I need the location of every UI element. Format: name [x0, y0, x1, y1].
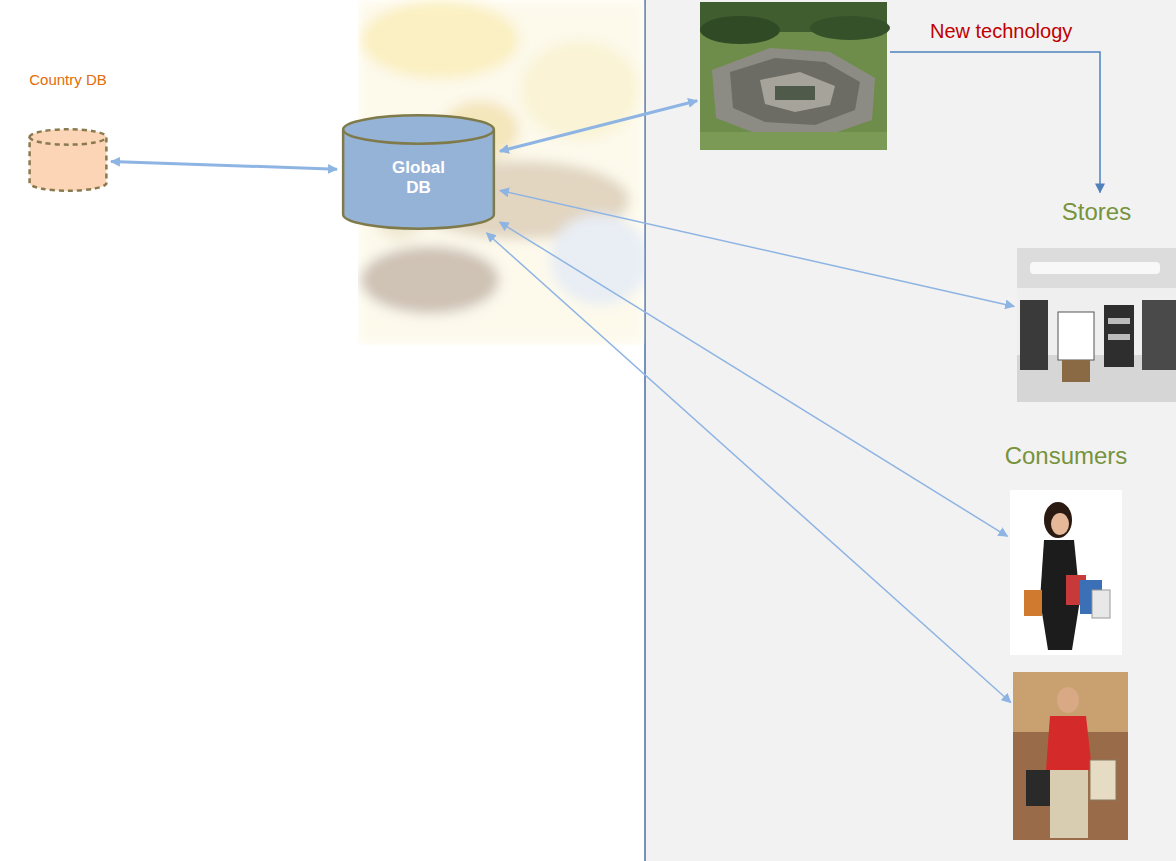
woman-shopper-photo-part	[1044, 502, 1072, 538]
store-photo-node: Stores	[1017, 248, 1176, 402]
store-photo-part	[1104, 305, 1134, 367]
building-photo-part	[775, 86, 815, 100]
store-photo-part	[1030, 262, 1160, 274]
store-photo-part	[1058, 312, 1094, 360]
cylinder-body	[30, 129, 107, 190]
faded-background-photo-part	[358, 0, 645, 345]
section-heading: Stores	[1062, 198, 1131, 226]
store-photo-part	[1062, 360, 1090, 382]
building-photo-part	[712, 48, 875, 138]
store-photo-part	[1108, 318, 1130, 324]
man-shopper-photo-part	[1026, 770, 1050, 806]
country-db-cylinder: Country DB	[28, 128, 108, 192]
right-panel-part	[645, 0, 1176, 861]
section-heading: Consumers	[1005, 442, 1128, 470]
cylinder-rim	[343, 130, 494, 144]
man-shopper-photo	[1013, 672, 1128, 840]
building-photo-part	[700, 16, 780, 44]
consumer-photo-node	[1013, 672, 1128, 840]
man-shopper-photo-part	[1013, 672, 1128, 840]
store-photo-part	[1020, 300, 1048, 370]
global-db-cylinder: Global DB	[340, 113, 497, 231]
connector-arrow	[500, 101, 697, 152]
faded-background-photo	[358, 0, 650, 345]
section-heading: New technology	[930, 20, 1072, 43]
store-photo-part	[1017, 248, 1176, 402]
man-shopper-photo-part	[1046, 716, 1092, 770]
cylinder-outline	[28, 128, 108, 192]
building-photo-node: New technology	[700, 2, 887, 150]
db-label: Global DB	[384, 158, 454, 197]
consumer-photo-node: Consumers	[1010, 490, 1122, 655]
store-photo	[1017, 248, 1176, 402]
store-photo-part	[1108, 334, 1130, 340]
woman-shopper-photo-part	[1092, 590, 1110, 618]
building-photo-part	[700, 132, 887, 150]
faded-background-photo-part-part	[360, 245, 500, 315]
cylinder-body	[343, 115, 494, 228]
connector-arrow	[111, 162, 337, 170]
connector-arrow	[500, 190, 1014, 306]
connector-arrow	[487, 233, 1011, 703]
right-panel	[645, 0, 1176, 861]
db-label: Country DB	[29, 71, 107, 88]
man-shopper-photo-part	[1090, 760, 1116, 800]
store-photo-part	[1017, 248, 1176, 288]
man-shopper-photo-part	[1057, 687, 1079, 713]
man-shopper-photo-part	[1050, 770, 1088, 838]
cylinder-rim	[30, 137, 107, 145]
faded-background-photo-part-part	[550, 215, 645, 305]
woman-shopper-photo-part	[1010, 490, 1122, 655]
building-photo-part	[760, 72, 835, 112]
woman-shopper-photo-part	[1051, 513, 1069, 535]
woman-shopper-photo-part	[1024, 590, 1042, 616]
building-photo-part	[810, 16, 890, 40]
connector-arrow	[890, 52, 1100, 192]
connector-arrow	[500, 222, 1008, 536]
faded-background-photo-part-part	[520, 40, 640, 140]
faded-background-photo-part-part	[360, 0, 520, 80]
woman-shopper-photo	[1010, 490, 1122, 655]
store-photo-part	[1142, 300, 1176, 370]
building-photo-part	[730, 58, 860, 125]
building-photo	[700, 2, 890, 150]
